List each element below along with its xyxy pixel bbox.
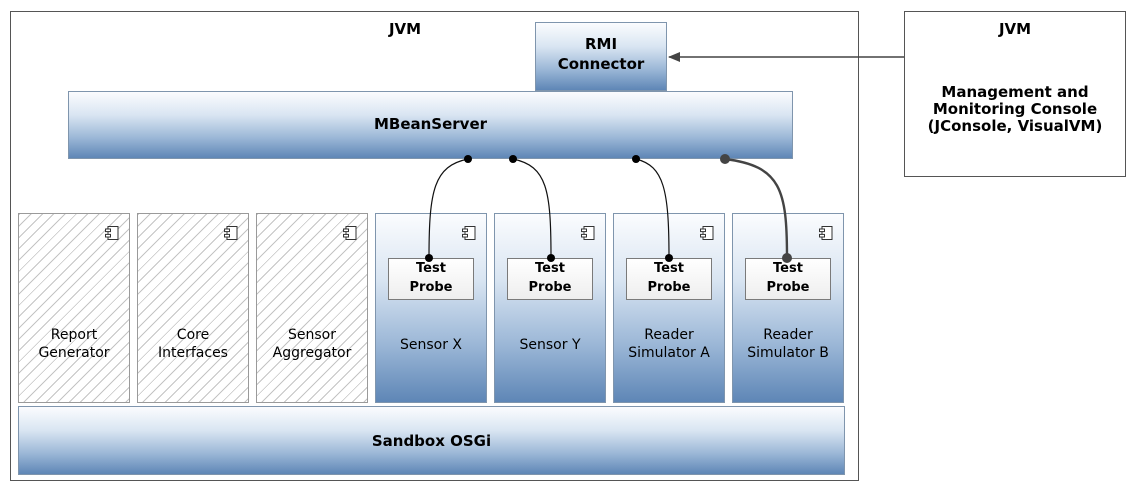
bundle-label: Sensor Aggregator	[272, 327, 352, 361]
mbean-server-label: MBeanServer	[373, 115, 488, 133]
port-dot	[547, 254, 555, 262]
rmi-connector-box	[535, 22, 667, 91]
bundle-label: Core Interfaces	[158, 327, 228, 361]
port-dot	[665, 254, 673, 262]
wire-reader-a	[635, 158, 670, 259]
bundle-box	[18, 213, 130, 403]
port-dot	[464, 155, 472, 163]
wire-reader-b	[724, 157, 789, 259]
bundle-label: Report Generator	[38, 327, 110, 361]
uml-component-icon	[699, 225, 715, 241]
rmi-connector-label: RMI Connector	[557, 35, 645, 73]
bundle-label: Reader Simulator B	[747, 327, 829, 361]
wire-sensor-x	[428, 158, 469, 259]
jvm-main-title: JVM	[388, 20, 422, 38]
uml-component-icon	[580, 225, 596, 241]
test-probe-box: Test Probe	[507, 258, 593, 300]
port-dot	[425, 254, 433, 262]
bundle-box	[375, 213, 487, 403]
uml-component-icon	[342, 225, 358, 241]
port-dot	[782, 253, 792, 263]
jvm-external-container	[904, 11, 1126, 177]
management-console-label: Management and Monitoring Console (JCons…	[927, 83, 1103, 135]
mbean-server-box	[68, 91, 793, 159]
uml-component-icon	[818, 225, 834, 241]
bundle-label: Sensor Y	[519, 337, 581, 353]
test-probe-box: Test Probe	[626, 258, 712, 300]
bundle-box	[137, 213, 249, 403]
test-probe-box: Test Probe	[388, 258, 474, 300]
uml-component-icon	[104, 225, 120, 241]
port-dot	[632, 155, 640, 163]
bundle-label: Reader Simulator A	[628, 327, 710, 361]
bundle-box	[256, 213, 368, 403]
uml-component-icon	[223, 225, 239, 241]
bundle-box	[494, 213, 606, 403]
uml-component-icon	[461, 225, 477, 241]
test-probe-box: Test Probe	[745, 258, 831, 300]
port-dot	[720, 154, 730, 164]
sandbox-osgi-label: Sandbox OSGi	[371, 432, 492, 450]
wire-sensor-y	[512, 158, 552, 259]
bundle-label: Sensor X	[399, 337, 463, 353]
port-dot	[509, 155, 517, 163]
jvm-external-title: JVM	[998, 20, 1032, 38]
sandbox-osgi-box	[18, 406, 845, 475]
